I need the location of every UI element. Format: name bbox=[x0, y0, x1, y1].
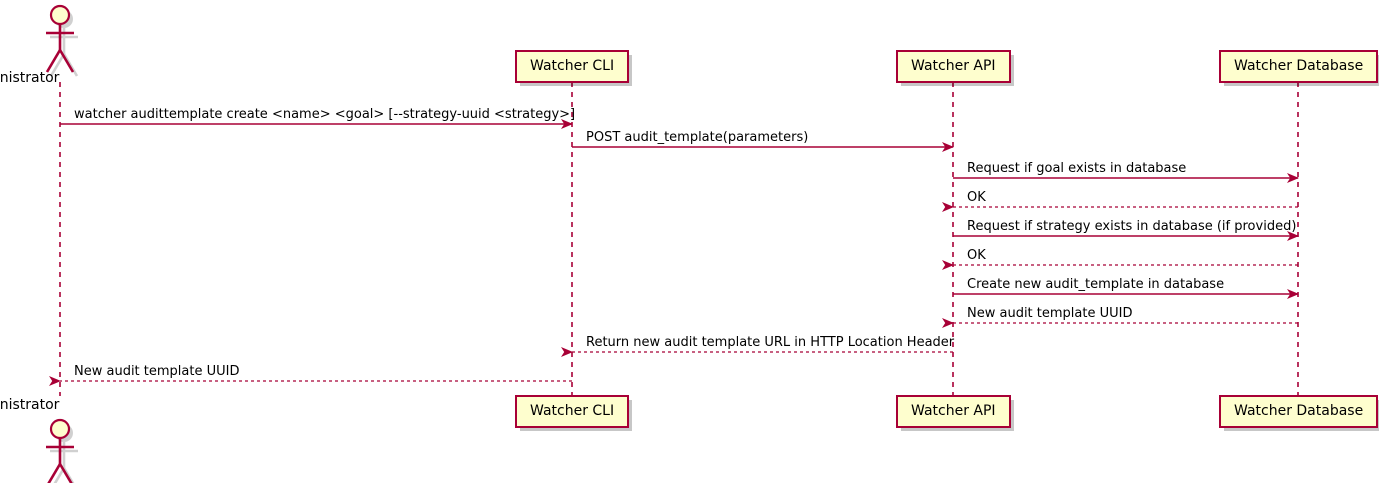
participant-label-watcher-database: Watcher Database bbox=[1234, 58, 1364, 74]
participant-label-watcher-cli: Watcher CLI bbox=[530, 403, 615, 419]
message-6[interactable] bbox=[953, 247, 1298, 269]
lifelines-group bbox=[59, 82, 1299, 396]
message-9[interactable] bbox=[572, 334, 953, 356]
message-arrows-group bbox=[49, 119, 1299, 386]
message-1-label: watcher audittemplate create <name> <goa… bbox=[74, 107, 576, 122]
message-5-label: Request if strategy exists in database (… bbox=[967, 219, 1297, 234]
message-4[interactable] bbox=[953, 189, 1298, 211]
message-7-label: Create new audit_template in database bbox=[967, 277, 1225, 292]
message-8-label: New audit template UUID bbox=[967, 306, 1133, 321]
message-3[interactable] bbox=[953, 160, 1298, 182]
participant-box-watcher-api[interactable] bbox=[896, 50, 1011, 83]
message-3-label: Request if goal exists in database bbox=[967, 161, 1187, 176]
participant-box-watcher-database[interactable] bbox=[1219, 395, 1378, 428]
message-7[interactable] bbox=[953, 276, 1298, 298]
message-5[interactable] bbox=[953, 218, 1298, 240]
message-2[interactable] bbox=[572, 129, 953, 151]
actor-administrator[interactable] bbox=[45, 418, 78, 487]
actor-label-administrator-bottom: Administrator bbox=[0, 397, 60, 413]
message-10[interactable] bbox=[60, 363, 572, 385]
message-4-label: OK bbox=[967, 190, 986, 205]
message-2-label: POST audit_template(parameters) bbox=[586, 130, 809, 145]
participant-label-watcher-api: Watcher API bbox=[911, 403, 996, 419]
actor-figures-group bbox=[45, 4, 79, 487]
participant-box-watcher-cli[interactable] bbox=[515, 395, 629, 428]
message-10-label: New audit template UUID bbox=[74, 364, 240, 379]
message-6-label: OK bbox=[967, 248, 986, 263]
actor-label-administrator-top: Administrator bbox=[0, 70, 60, 86]
participant-label-watcher-cli: Watcher CLI bbox=[530, 58, 615, 74]
message-8[interactable] bbox=[953, 305, 1298, 327]
message-9-label: Return new audit template URL in HTTP Lo… bbox=[586, 335, 955, 350]
actor-administrator[interactable] bbox=[45, 4, 79, 77]
participant-box-watcher-database[interactable] bbox=[1219, 50, 1378, 83]
participant-label-watcher-database: Watcher Database bbox=[1234, 403, 1364, 419]
message-1[interactable] bbox=[60, 106, 572, 128]
participant-boxes-group bbox=[515, 50, 1379, 431]
participant-box-watcher-cli[interactable] bbox=[515, 50, 629, 83]
participant-box-watcher-api[interactable] bbox=[896, 395, 1011, 428]
participant-label-watcher-api: Watcher API bbox=[911, 58, 996, 74]
